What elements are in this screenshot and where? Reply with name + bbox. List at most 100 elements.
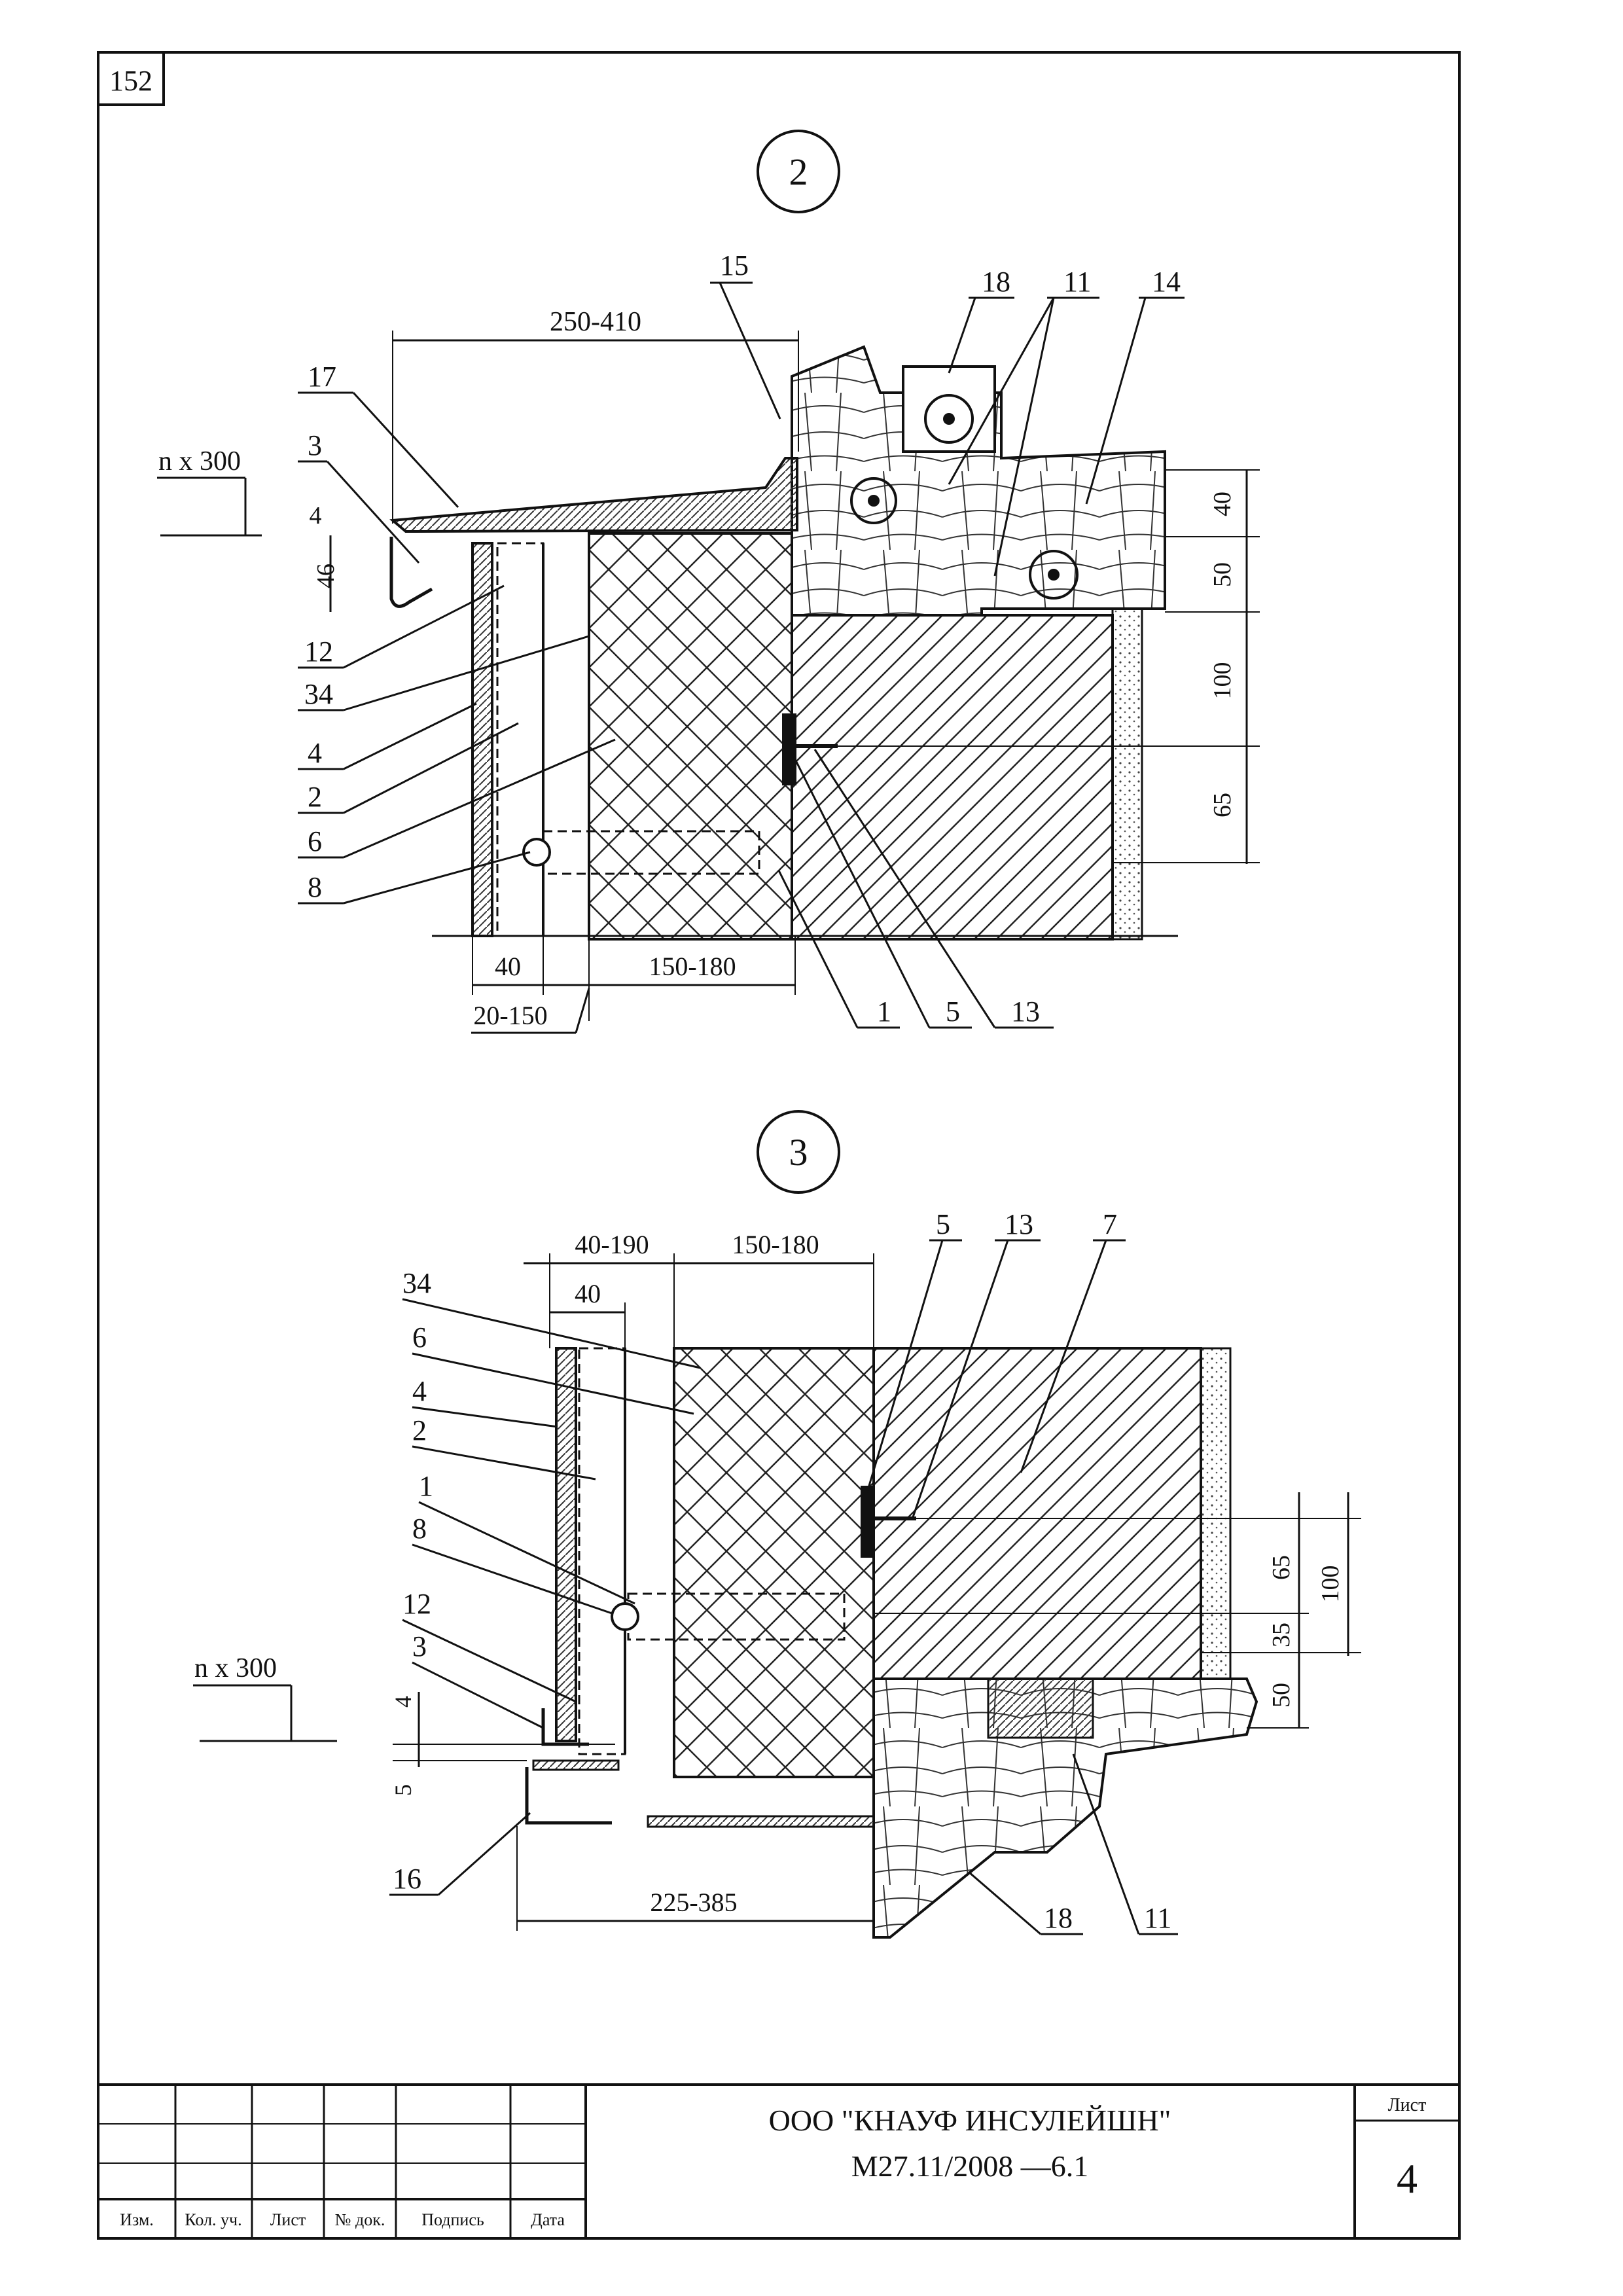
corner-number: 152	[109, 65, 152, 97]
svg-text:14: 14	[1152, 266, 1181, 298]
d3-callout-4: 4	[412, 1375, 558, 1428]
d2-dim-40-bottom: 40	[495, 952, 521, 981]
svg-text:6: 6	[412, 1321, 427, 1354]
d2-callout-5: 5	[791, 752, 972, 1029]
d2-callout-4: 4	[298, 702, 477, 770]
d3-brick-wall	[872, 1347, 1202, 1680]
d3-dim-5: 5	[390, 1784, 416, 1796]
cladding-panel	[471, 542, 493, 937]
d3-bracket	[627, 1592, 846, 1641]
svg-text:2: 2	[412, 1414, 427, 1446]
svg-text:4: 4	[412, 1375, 427, 1407]
svg-text:3: 3	[412, 1630, 427, 1662]
d3-callout-11: 11	[1072, 1753, 1178, 1935]
svg-text:16: 16	[393, 1863, 421, 1895]
title-block: Изм. Кол. уч. Лист № док. Подпись Дата О…	[98, 2083, 1459, 2238]
seal-circle-3	[1029, 550, 1079, 600]
window-frame-timber	[791, 345, 1166, 617]
d3-dim-100: 100	[1317, 1566, 1344, 1603]
tb-doc-code: М27.11/2008 —6.1	[851, 2149, 1088, 2183]
d3-dim-65: 65	[1268, 1555, 1295, 1580]
d2-callout-11: 11	[948, 266, 1099, 577]
d3-drip-profile	[525, 1767, 612, 1825]
d3-dim-50: 50	[1268, 1683, 1295, 1708]
d3-callout-8: 8	[412, 1513, 613, 1615]
svg-text:13: 13	[1011, 996, 1040, 1028]
d3-callout-1: 1	[418, 1470, 635, 1605]
d2-callout-6: 6	[298, 738, 616, 859]
svg-text:1: 1	[877, 996, 891, 1028]
d3-dim-40-190: 40-190	[575, 1230, 649, 1259]
profile-hook	[389, 537, 433, 608]
d2-dim-4: 4	[310, 502, 322, 529]
tb-col-date: Дата	[531, 2210, 565, 2229]
detail-3-marker	[757, 1110, 840, 1194]
detail-2-label: 2	[789, 151, 808, 193]
detail-3: 3 40-190 40 150-180 n x 300	[193, 1110, 1361, 1939]
svg-text:15: 15	[720, 249, 749, 281]
d2-callout-13: 13	[813, 749, 1054, 1029]
svg-text:12: 12	[304, 636, 333, 668]
d2-callout-1: 1	[777, 870, 900, 1029]
corner-box	[97, 51, 165, 106]
window-sill-flashing	[389, 457, 798, 533]
tb-col-list: Лист	[270, 2210, 306, 2229]
brick-wall	[791, 614, 1114, 941]
tb-sheet-label: Лист	[1388, 2095, 1427, 2115]
rivet	[522, 838, 551, 867]
d3-rivet	[611, 1602, 639, 1631]
d2-dim-150-180: 150-180	[649, 952, 736, 981]
d3-anchor-plate	[861, 1486, 875, 1558]
anchor-plate	[782, 713, 796, 785]
svg-text:3: 3	[308, 429, 322, 461]
d3-mineral-wool-insulation	[673, 1347, 875, 1778]
svg-text:4: 4	[308, 737, 322, 769]
d3-callout-16: 16	[389, 1812, 531, 1896]
d3-dim-4: 4	[390, 1696, 416, 1708]
d3-dim-150-180: 150-180	[732, 1230, 819, 1259]
d3-callout-18: 18	[968, 1871, 1083, 1935]
seal-circle-2	[850, 477, 897, 524]
svg-text:34: 34	[304, 678, 333, 710]
d2-callout-12: 12	[298, 584, 505, 669]
d2-dim-20-150: 20-150	[473, 1001, 547, 1030]
svg-text:17: 17	[308, 361, 336, 393]
d2-callout-18: 18	[948, 266, 1014, 374]
sheet-frame	[97, 51, 1461, 2240]
d3-callout-7: 7	[1020, 1208, 1126, 1473]
d2-callout-8: 8	[298, 851, 531, 905]
svg-text:7: 7	[1103, 1208, 1117, 1240]
d3-callout-13: 13	[912, 1208, 1041, 1518]
d2-dim-40-right: 40	[1209, 492, 1236, 516]
d2-dim-65-right: 65	[1209, 793, 1236, 817]
mineral-wool-insulation	[588, 532, 793, 941]
d3-callout-3: 3	[412, 1630, 544, 1729]
svg-text:8: 8	[412, 1513, 427, 1545]
svg-text:18: 18	[1044, 1902, 1073, 1934]
svg-text:11: 11	[1063, 266, 1091, 298]
d2-dim-46: 46	[312, 564, 340, 588]
d3-callout-6: 6	[412, 1321, 694, 1415]
svg-text:11: 11	[1144, 1902, 1171, 1934]
svg-text:18: 18	[982, 266, 1010, 298]
d2-callout-14: 14	[1085, 266, 1185, 505]
svg-text:5: 5	[946, 996, 960, 1028]
vertical-guide-profile	[496, 542, 544, 937]
svg-text:34: 34	[402, 1267, 431, 1299]
d2-callout-15: 15	[710, 249, 781, 420]
tb-sheet-number: 4	[1397, 2155, 1418, 2202]
svg-text:13: 13	[1005, 1208, 1033, 1240]
d3-dim-35: 35	[1268, 1623, 1295, 1647]
d3-cladding-panel	[555, 1347, 577, 1742]
d3-callout-2: 2	[412, 1414, 596, 1480]
d2-dim-50-right: 50	[1209, 562, 1236, 587]
d3-low-flashing	[647, 1815, 875, 1828]
d2-callout-34: 34	[298, 635, 590, 711]
svg-text:8: 8	[308, 871, 322, 903]
d2-callout-17: 17	[298, 361, 459, 509]
svg-text:12: 12	[402, 1588, 431, 1620]
svg-text:1: 1	[419, 1470, 433, 1502]
d2-callout-2: 2	[298, 722, 519, 814]
d2-callout-3: 3	[298, 429, 420, 564]
